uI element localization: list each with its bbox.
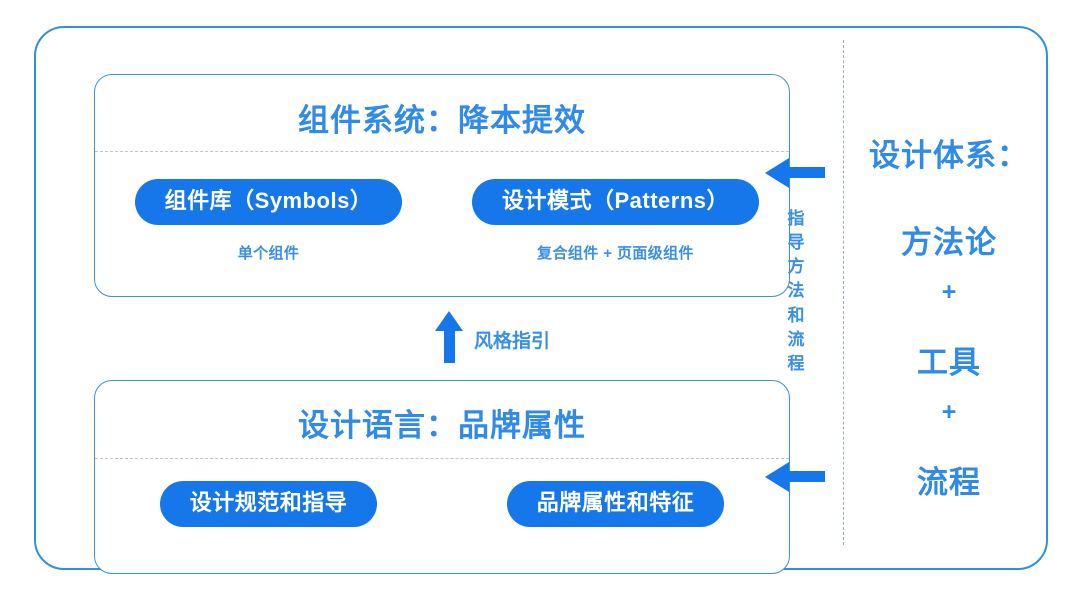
arrow-left-icon-bottom [765, 462, 825, 492]
vertical-dashed-divider [843, 40, 844, 545]
guidance-method-process-label: 指导方法和流程 [787, 209, 805, 373]
style-guide-arrow-group: 风格指引 [434, 311, 550, 363]
pill-design-patterns[interactable]: 设计模式（Patterns） [471, 179, 760, 225]
arrow-up-head [435, 311, 463, 331]
design-system-summary-column: 设计体系： 方法论 + 工具 + 流程 [856, 130, 1042, 502]
design-system-outer-frame: 组件系统：降本提效 组件库（Symbols） 单个组件 设计模式（Pattern… [34, 26, 1048, 574]
section-divider-dashed [95, 151, 789, 152]
arrow-up-icon [434, 311, 464, 363]
caption-component-library: 单个组件 [237, 244, 300, 262]
pill-cell-design-spec: 设计规范和指导 [114, 481, 424, 527]
arrow-up-shaft [444, 327, 455, 363]
design-language-title: 设计语言：品牌属性 [298, 408, 586, 443]
caption-design-patterns: 复合组件 + 页面级组件 [537, 244, 694, 262]
summary-plus-2: + [941, 398, 957, 426]
style-guide-label: 风格指引 [474, 330, 551, 352]
arrow-left-shaft [785, 471, 825, 482]
component-system-pill-row: 组件库（Symbols） 单个组件 设计模式（Patterns） 复合组件 + … [95, 179, 789, 263]
section-divider-dashed [95, 458, 789, 459]
summary-item-process: 流程 [917, 465, 981, 500]
summary-heading: 设计体系： [869, 138, 1029, 173]
pill-cell-brand-attributes: 品牌属性和特征 [461, 481, 771, 527]
summary-plus-1: + [941, 278, 957, 306]
component-system-title: 组件系统：降本提效 [298, 103, 586, 138]
design-language-pill-row: 设计规范和指导 品牌属性和特征 [95, 481, 789, 527]
design-language-section: 设计语言：品牌属性 设计规范和指导 品牌属性和特征 [94, 380, 790, 574]
pill-cell-symbols: 组件库（Symbols） 单个组件 [114, 179, 424, 263]
pill-cell-patterns: 设计模式（Patterns） 复合组件 + 页面级组件 [461, 179, 771, 263]
pill-design-specification[interactable]: 设计规范和指导 [159, 481, 378, 527]
pill-brand-attributes[interactable]: 品牌属性和特征 [506, 481, 725, 527]
summary-item-tools: 工具 [917, 345, 981, 380]
pill-component-library[interactable]: 组件库（Symbols） [134, 179, 403, 225]
summary-item-methodology: 方法论 [901, 225, 997, 260]
arrow-left-icon-top [765, 158, 825, 188]
component-system-section: 组件系统：降本提效 组件库（Symbols） 单个组件 设计模式（Pattern… [94, 74, 790, 297]
arrow-left-shaft [785, 167, 825, 178]
